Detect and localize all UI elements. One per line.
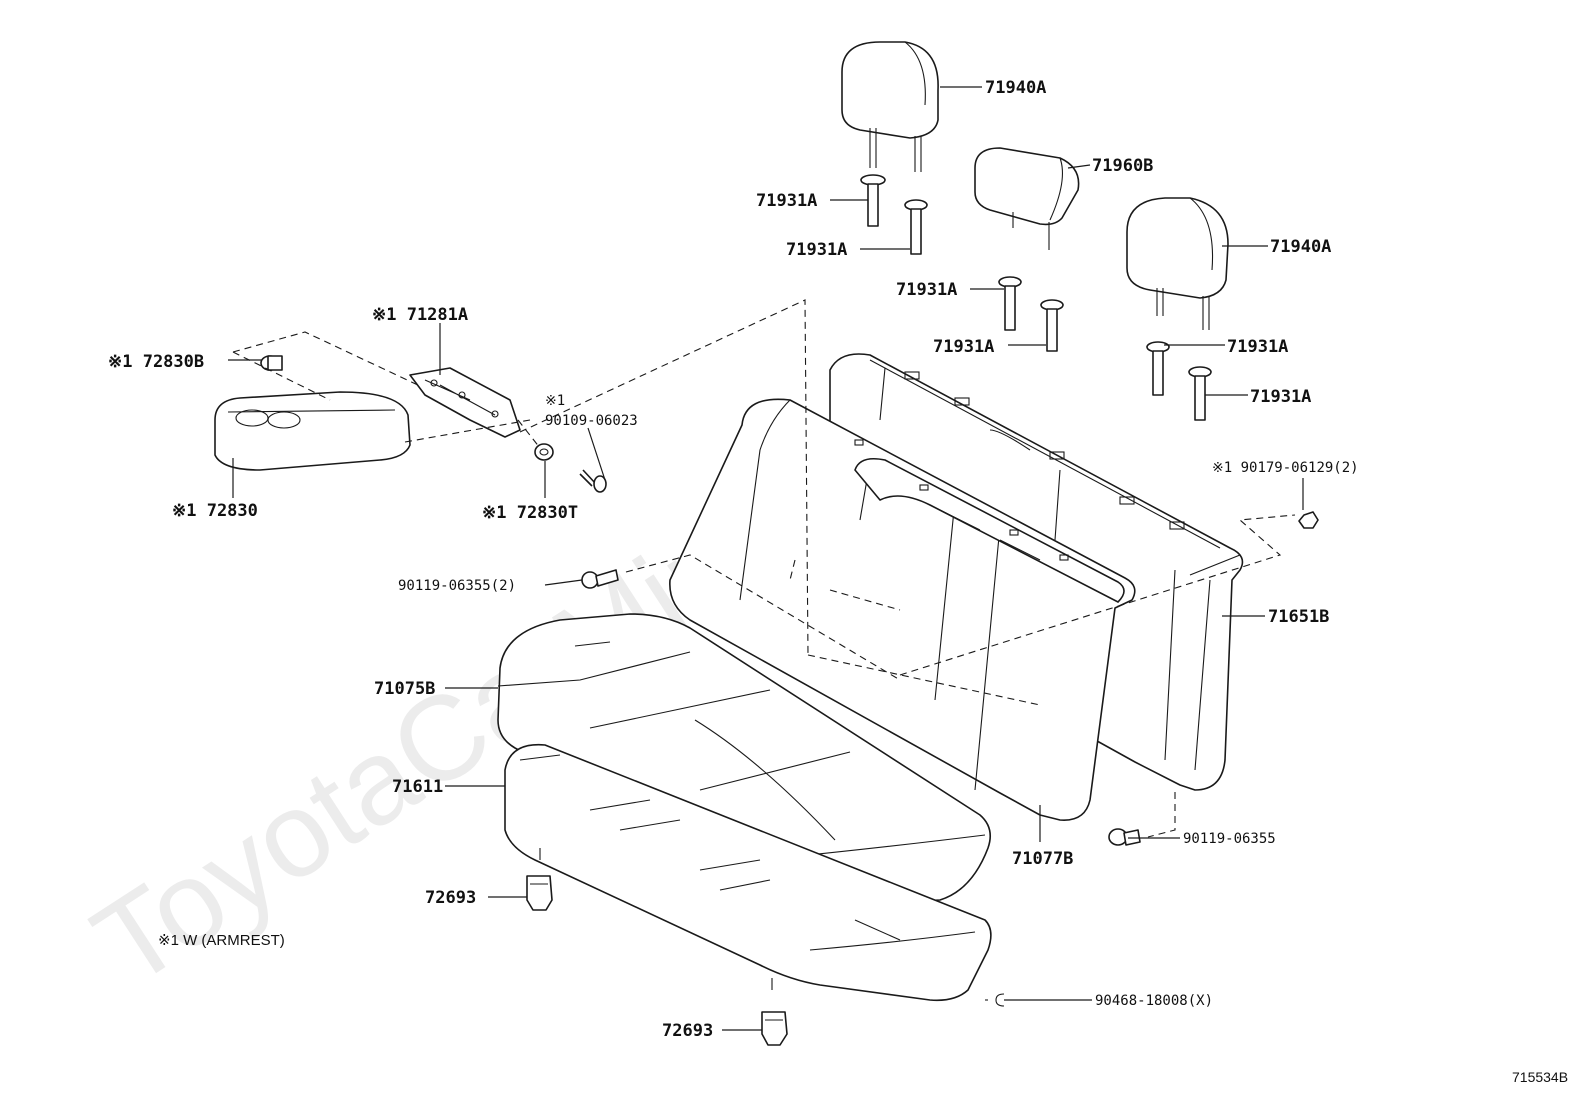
hog-ring-90468-18008[interactable]	[995, 993, 1005, 1007]
headrest-support-3[interactable]	[998, 276, 1022, 331]
armrest-note: ※1 W (ARMREST)	[158, 932, 285, 949]
figure-code: 715534B	[1512, 1069, 1568, 1085]
armrest-hinge-71281A[interactable]	[409, 367, 521, 438]
label-71931A-2: 71931A	[786, 240, 847, 260]
bushing-72830T[interactable]	[534, 443, 554, 461]
headrest-support-2[interactable]	[904, 199, 928, 255]
headrest-71940A-right[interactable]	[1126, 197, 1229, 330]
label-71281A: ※1 71281A	[372, 305, 468, 325]
seatback-upper-cover	[869, 359, 1221, 549]
seatback-cover-71077B[interactable]	[669, 398, 1136, 821]
label-71940A-1: 71940A	[985, 78, 1046, 98]
label-72830T: ※1 72830T	[482, 503, 578, 523]
label-71931A-5: 71931A	[1227, 337, 1288, 357]
label-71077B: 71077B	[1012, 849, 1073, 869]
armrest-72830[interactable]	[214, 391, 411, 471]
headrest-71960B-center[interactable]	[974, 147, 1080, 250]
label-90468-18008: 90468-18008(X)	[1095, 993, 1213, 1009]
label-71931A-1: 71931A	[756, 191, 817, 211]
label-72830B: ※1 72830B	[108, 352, 204, 372]
bolt-90119-06355-2[interactable]	[581, 569, 619, 589]
label-72830: ※1 72830	[172, 501, 258, 521]
headrest-support-6[interactable]	[1188, 366, 1212, 421]
label-90109-06023: 90109-06023	[545, 413, 638, 429]
clip-72693-2[interactable]	[761, 1011, 788, 1046]
bolt-90109-06023[interactable]	[579, 469, 607, 493]
label-71931A-4: 71931A	[933, 337, 994, 357]
leader-lines	[228, 86, 1304, 1031]
label-72693-1: 72693	[425, 888, 476, 908]
armrest-pin-72830B[interactable]	[260, 355, 283, 371]
bolt-90119-06355[interactable]	[1108, 828, 1141, 846]
clip-72693-1[interactable]	[526, 875, 553, 911]
label-90119-06355: 90119-06355	[1183, 831, 1276, 847]
nut-90179-06129[interactable]	[1298, 511, 1319, 529]
label-71611: 71611	[392, 777, 443, 797]
label-72693-2: 72693	[662, 1021, 713, 1041]
label-71651B: 71651B	[1268, 607, 1329, 627]
label-71931A-6: 71931A	[1250, 387, 1311, 407]
seat-cushion-frame-71611[interactable]	[504, 743, 992, 1002]
headrest-support-5[interactable]	[1146, 341, 1170, 396]
headrest-support-4[interactable]	[1040, 299, 1064, 352]
label-90179-06129: ※1 90179-06129(2)	[1212, 460, 1359, 476]
label-71960B: 71960B	[1092, 156, 1153, 176]
label-71940A-2: 71940A	[1270, 237, 1331, 257]
headrest-support-1[interactable]	[860, 174, 886, 227]
label-90119-06355-2: 90119-06355(2)	[398, 578, 516, 594]
headrest-71940A-left[interactable]	[841, 41, 939, 172]
assembly-dashed-lines	[232, 299, 1296, 1001]
label-90109-mark: ※1	[545, 393, 565, 409]
label-71075B: 71075B	[374, 679, 435, 699]
label-71931A-3: 71931A	[896, 280, 957, 300]
